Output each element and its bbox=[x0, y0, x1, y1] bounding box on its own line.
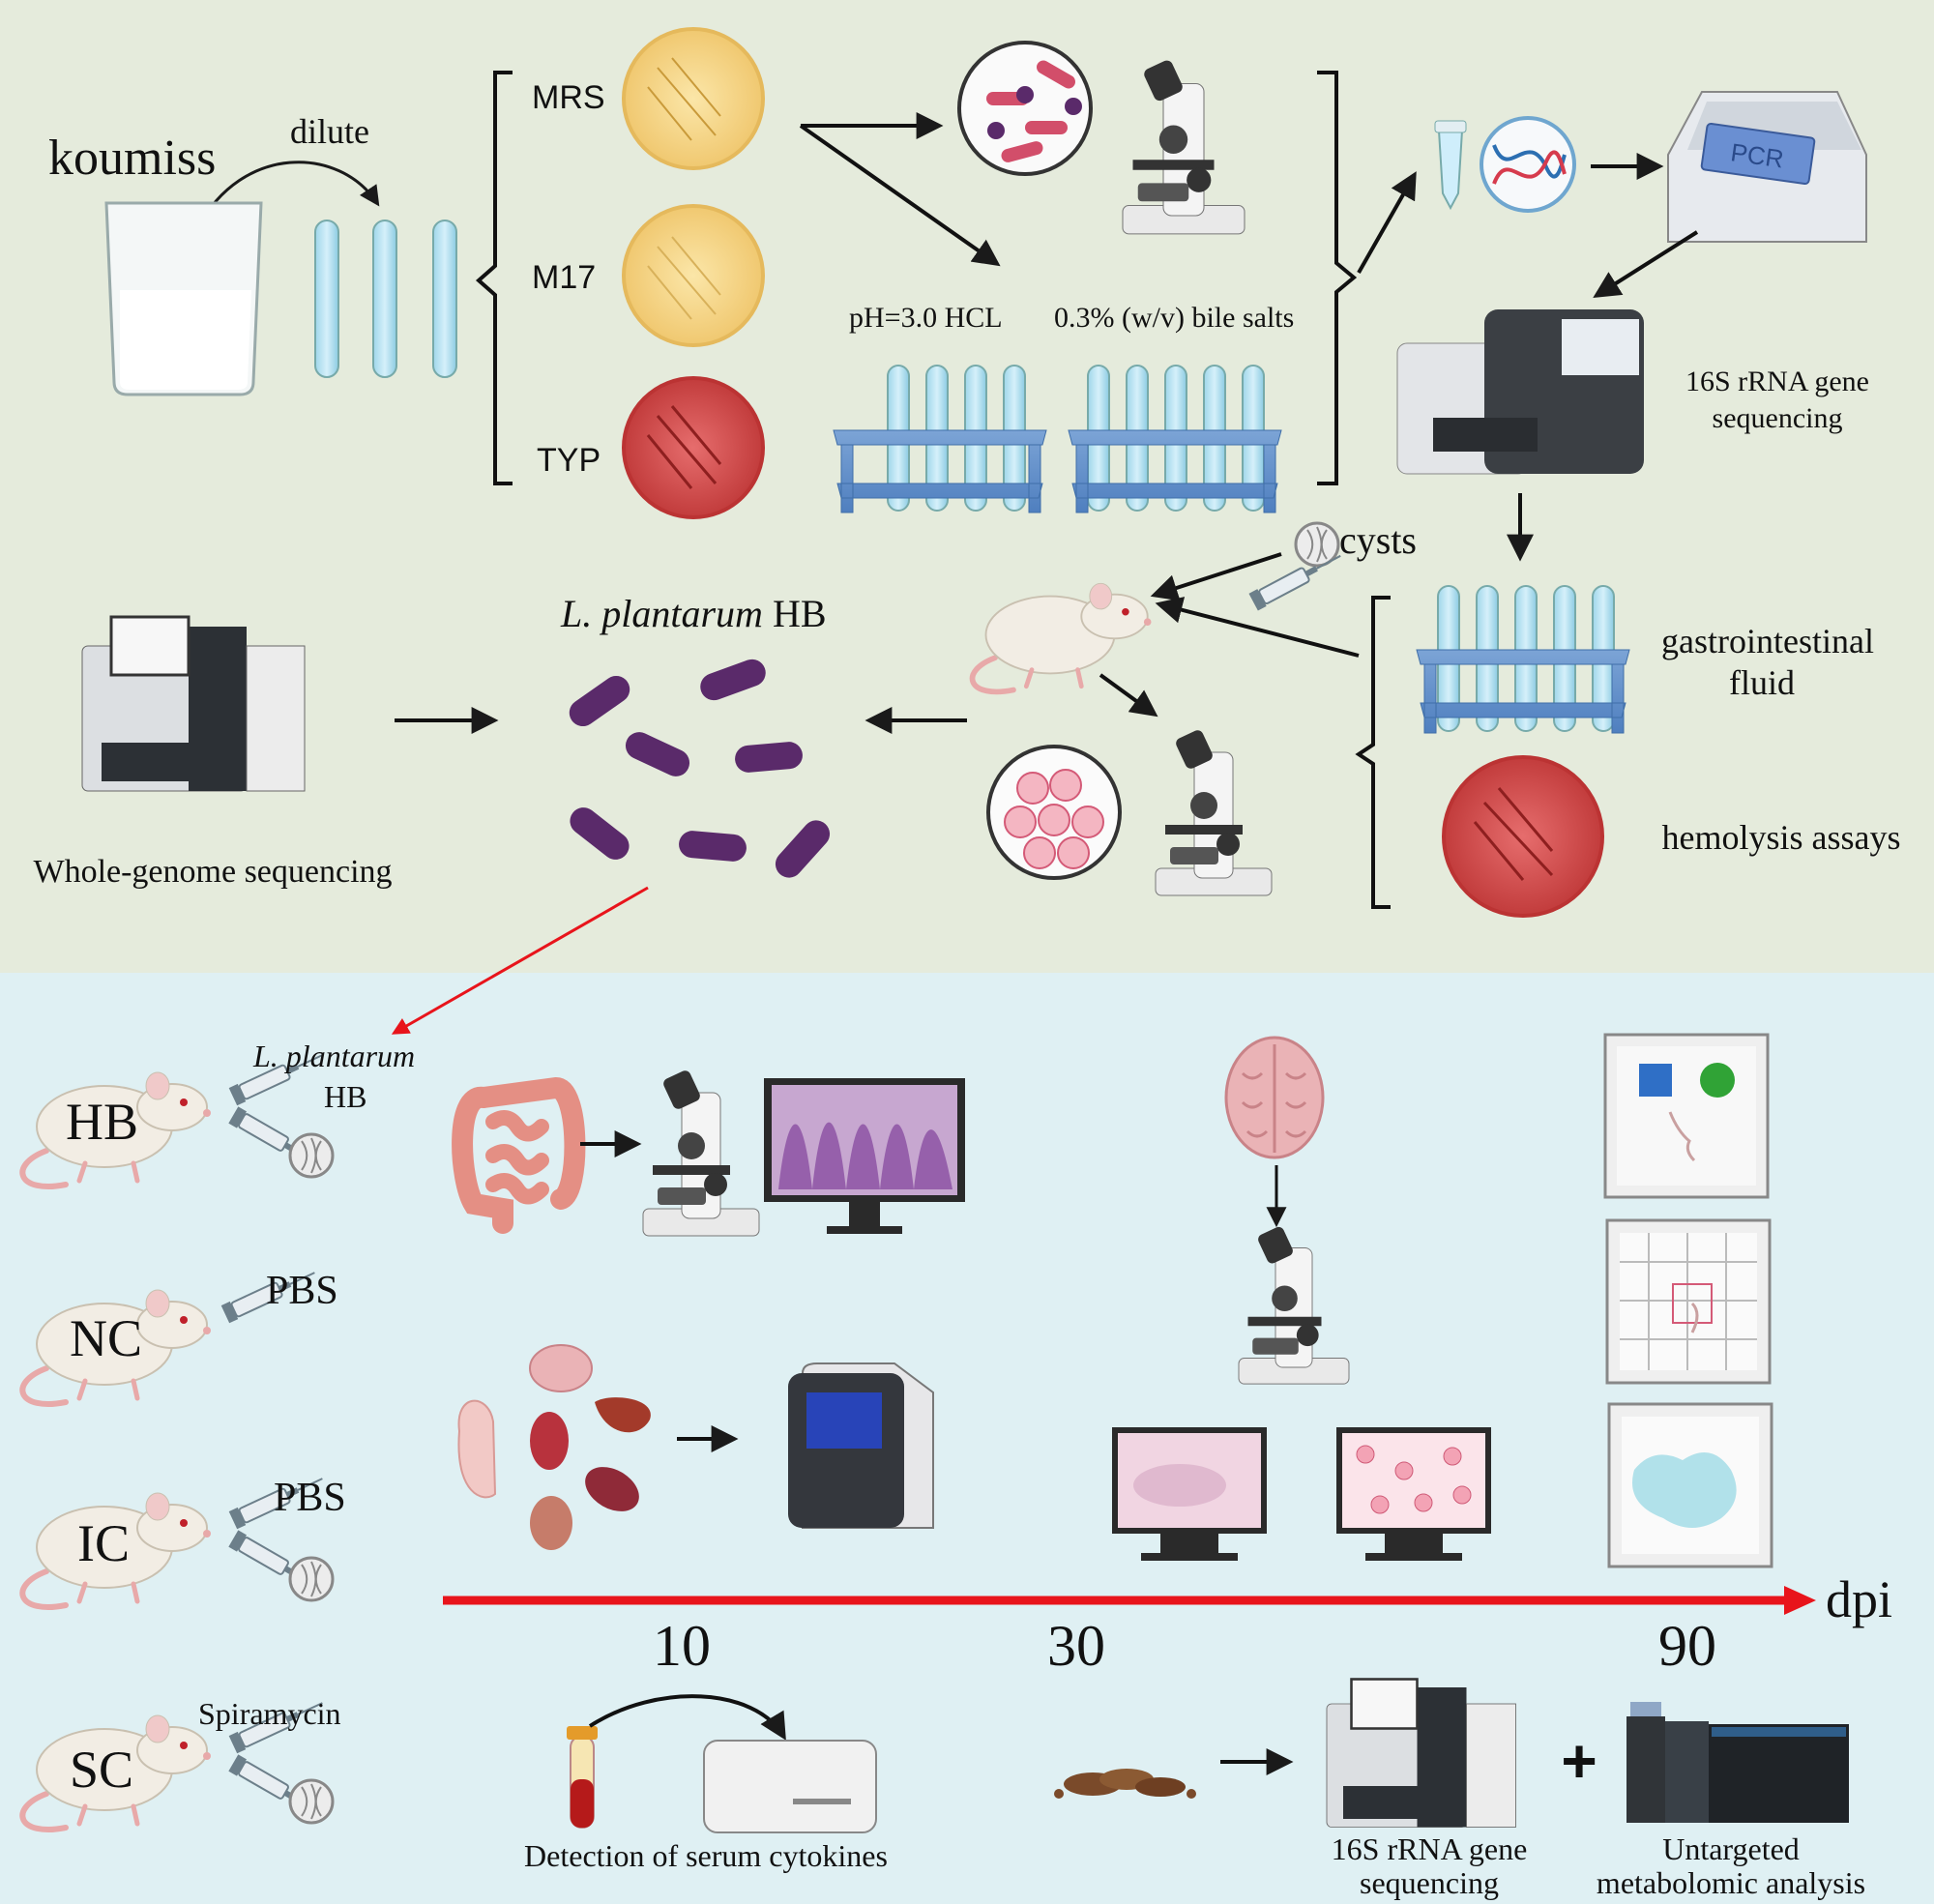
cysts-label: cysts bbox=[1339, 518, 1417, 562]
sequencing-label-line1: 16S rRNA gene bbox=[1685, 366, 1869, 397]
cyst-magnifier-icon bbox=[986, 745, 1122, 880]
agar-plate-m17-icon bbox=[622, 204, 765, 347]
cytokine-label: Detection of serum cytokines bbox=[524, 1838, 888, 1873]
intestine-icon bbox=[452, 1076, 586, 1234]
group-nc-treatment: PBS bbox=[266, 1269, 338, 1313]
media-label-mrs: MRS bbox=[532, 79, 605, 116]
bile-tube-rack-icon bbox=[1068, 365, 1282, 513]
metab-label-line2: metabolomic analysis bbox=[1597, 1865, 1865, 1900]
timeline-tick-10: 10 bbox=[653, 1614, 711, 1678]
media-brace bbox=[475, 71, 513, 485]
dilute-label: dilute bbox=[290, 112, 369, 151]
group-sc-code: SC bbox=[70, 1741, 133, 1799]
arrow-mouse-to-cyst-microscopy bbox=[1099, 673, 1158, 718]
group-ic-code: IC bbox=[77, 1514, 130, 1572]
novel-object-test-icon bbox=[1603, 1033, 1770, 1199]
open-field-test-icon bbox=[1605, 1218, 1772, 1385]
arrow-to-dna bbox=[1357, 171, 1417, 274]
wgs-label: Whole-genome sequencing bbox=[33, 854, 392, 890]
acid-tube-rack-icon bbox=[833, 365, 1047, 513]
plate-reader-icon bbox=[703, 1740, 877, 1833]
lcms-instrument-icon bbox=[1626, 1702, 1849, 1823]
feces-icon bbox=[1054, 1769, 1196, 1799]
seq2-label-line2: sequencing bbox=[1360, 1865, 1499, 1900]
pcr-machine-icon: PCR bbox=[1667, 91, 1867, 243]
marble-burying-test-icon bbox=[1607, 1402, 1773, 1568]
bile-label: 0.3% (w/v) bile salts bbox=[1054, 302, 1294, 334]
hemolysis-label: hemolysis assays bbox=[1662, 818, 1901, 857]
brain-icon-large bbox=[1224, 1036, 1325, 1159]
timeline-arrowhead bbox=[1784, 1586, 1816, 1615]
arrow-safety-to-mouse bbox=[1155, 597, 1360, 658]
cyst-count-monitor-icon bbox=[1336, 1427, 1491, 1561]
group-hb-treatment: L. plantarum bbox=[252, 1039, 415, 1073]
dilute-arrow bbox=[196, 161, 380, 228]
gi-fluid-rack-icon bbox=[1416, 585, 1630, 734]
group-hb-treatment-strain: HB bbox=[324, 1079, 366, 1114]
plus-sign: + bbox=[1561, 1726, 1597, 1796]
timeline-tick-90: 90 bbox=[1658, 1614, 1716, 1678]
qpcr-instrument-icon bbox=[788, 1362, 934, 1529]
gi-fluid-label-line1: gastrointestinal bbox=[1661, 622, 1874, 660]
strain-label-code: HB bbox=[773, 592, 827, 635]
media-label-m17: M17 bbox=[532, 259, 596, 296]
brain-section-monitor-icon bbox=[1112, 1427, 1267, 1561]
blood-tube-icon bbox=[567, 1726, 598, 1829]
sequencing-label-line2: sequencing bbox=[1713, 402, 1843, 434]
organs-icon bbox=[457, 1344, 651, 1550]
cyst-hb-icon bbox=[288, 1132, 335, 1179]
cyst-sc-icon bbox=[288, 1778, 335, 1825]
agar-plate-mrs-icon bbox=[622, 27, 765, 170]
metab-label-line1: Untargeted bbox=[1662, 1831, 1800, 1866]
sanger-sequencer-icon bbox=[1396, 309, 1644, 475]
group-ic-treatment: PBS bbox=[274, 1476, 346, 1520]
dna-magnifier-icon bbox=[1480, 116, 1576, 213]
timeline-unit: dpi bbox=[1826, 1570, 1892, 1628]
arrow-blood-to-reader bbox=[588, 1694, 786, 1741]
safety-brace bbox=[1355, 596, 1391, 909]
tolerance-brace bbox=[1317, 71, 1358, 485]
beaker-icon bbox=[104, 201, 263, 396]
arrow-strain-to-groups bbox=[391, 886, 649, 1035]
arrow-cyst-to-mouse bbox=[1150, 552, 1282, 601]
group-nc-code: NC bbox=[70, 1309, 142, 1367]
dilution-tubes-icon bbox=[314, 220, 457, 378]
cyst-ic-icon bbox=[288, 1556, 335, 1602]
media-label-typ: TYP bbox=[537, 442, 601, 479]
hemolysis-plate-icon bbox=[1442, 755, 1604, 918]
bacteria-magnifier-icon bbox=[957, 41, 1093, 176]
arrow-to-sequencer bbox=[1593, 230, 1699, 298]
strain-label-species: L. plantarum bbox=[560, 592, 763, 635]
group-hb-code: HB bbox=[66, 1093, 138, 1151]
arrow-to-tolerance bbox=[799, 124, 1001, 267]
timeline-tick-30: 30 bbox=[1047, 1614, 1105, 1678]
group-sc-treatment: Spiramycin bbox=[198, 1696, 341, 1731]
acid-label: pH=3.0 HCL bbox=[849, 302, 1003, 334]
seq2-label-line1: 16S rRNA gene bbox=[1332, 1831, 1528, 1866]
gi-fluid-label-line2: fluid bbox=[1729, 663, 1795, 702]
histology-monitor-icon bbox=[764, 1078, 965, 1234]
eppendorf-tube-icon bbox=[1434, 120, 1467, 211]
koumiss-label: koumiss bbox=[48, 131, 216, 186]
agar-plate-typ-icon bbox=[622, 376, 765, 519]
